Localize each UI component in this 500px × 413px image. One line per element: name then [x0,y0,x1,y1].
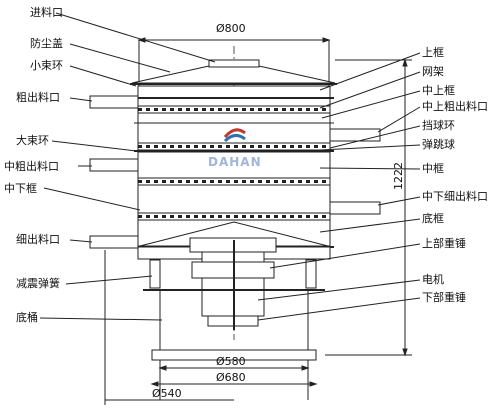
label-large-clamp-ring: 大束环 [16,134,49,147]
arrow-580-left [158,365,167,371]
leader-feed-inlet [55,12,216,63]
label-coarse-outlet: 粗出料口 [16,91,60,104]
dust-cover [131,65,336,84]
label-small-clamp-ring: 小束环 [30,59,63,72]
leader-upper-weight [269,243,421,269]
label-screen-frame: 网架 [422,65,444,78]
leader-small-clamp-ring [69,65,137,87]
label-mid-lower-fine-outlet: 中下细出料口 [422,190,488,203]
mid-lower-fine-outlet-spout [329,201,381,215]
mid-upper-coarse-outlet-spout [329,128,381,142]
label-upper-weight: 上部重锤 [422,237,466,250]
leader-bouncing-ball [319,144,421,151]
arrow-680-right [309,381,318,387]
arrow-height-bottom [402,348,408,357]
label-ball-retaining-ring: 挡球环 [422,119,455,132]
leader-mid-upper-frame [321,90,421,119]
upper-frame [137,85,331,107]
mid-coarse-outlet-spout [89,158,139,172]
label-motor: 电机 [422,273,444,286]
coarse-outlet-spout [89,95,139,109]
leader-upper-frame [319,52,421,91]
leader-damping-spring [65,275,153,285]
dim-680: Ø680 [216,371,246,384]
leader-mid-lower-fine-outlet [377,196,421,206]
leader-fine-outlet [69,239,93,243]
label-mid-upper-coarse-outlet: 中上粗出料口 [422,100,488,113]
dim-580: Ø580 [216,355,246,368]
label-middle-frame: 中框 [422,162,444,175]
leader-motor [257,279,421,301]
leader-large-clamp-ring [51,140,137,152]
leader-base [39,317,163,321]
arrow-680-left [150,381,159,387]
base-foot [151,349,317,361]
label-bottom-frame: 底框 [422,212,444,225]
watermark-brand: DAHAN [208,155,262,169]
spring-left [149,259,161,289]
leader-screen-frame [319,71,421,109]
mid-upper-frame [137,112,331,144]
dim-540: Ø540 [152,387,182,400]
leader-dust-cover [69,43,171,73]
label-damping-spring: 减震弹簧 [16,277,60,290]
label-upper-frame: 上框 [422,46,444,59]
label-mid-coarse-outlet: 中粗出料口 [4,160,59,173]
watermark-logo-icon [223,128,246,143]
label-lower-weight: 下部重锤 [422,291,466,304]
fine-outlet-spout [89,235,139,249]
leader-mid-upper-coarse-outlet [377,106,421,133]
leader-mid-lower-frame [43,187,141,211]
leader-middle-frame [319,167,421,170]
feed-inlet [208,59,260,68]
label-dust-cover: 防尘盖 [30,37,63,50]
label-fine-outlet: 细出料口 [16,233,60,246]
label-base: 底桶 [16,311,38,324]
leader-lower-weight [257,297,421,321]
arrow-height-top [402,58,408,67]
arrow-800-right [322,37,331,43]
spring-right [305,259,317,289]
arrow-580-right [301,365,310,371]
label-mid-upper-frame: 中上框 [422,84,455,97]
leader-ball-retaining-ring [329,125,421,149]
mid-lower-frame [137,184,331,214]
leader-coarse-outlet [69,97,93,102]
label-bouncing-ball: 弹跳球 [422,138,455,151]
label-feed-inlet: 进料口 [30,6,63,19]
leader-bottom-frame [319,218,421,233]
dim-height: 1222 [392,162,405,190]
dim-top-diameter: Ø800 [216,22,246,35]
label-mid-lower-frame: 中下框 [4,182,37,195]
